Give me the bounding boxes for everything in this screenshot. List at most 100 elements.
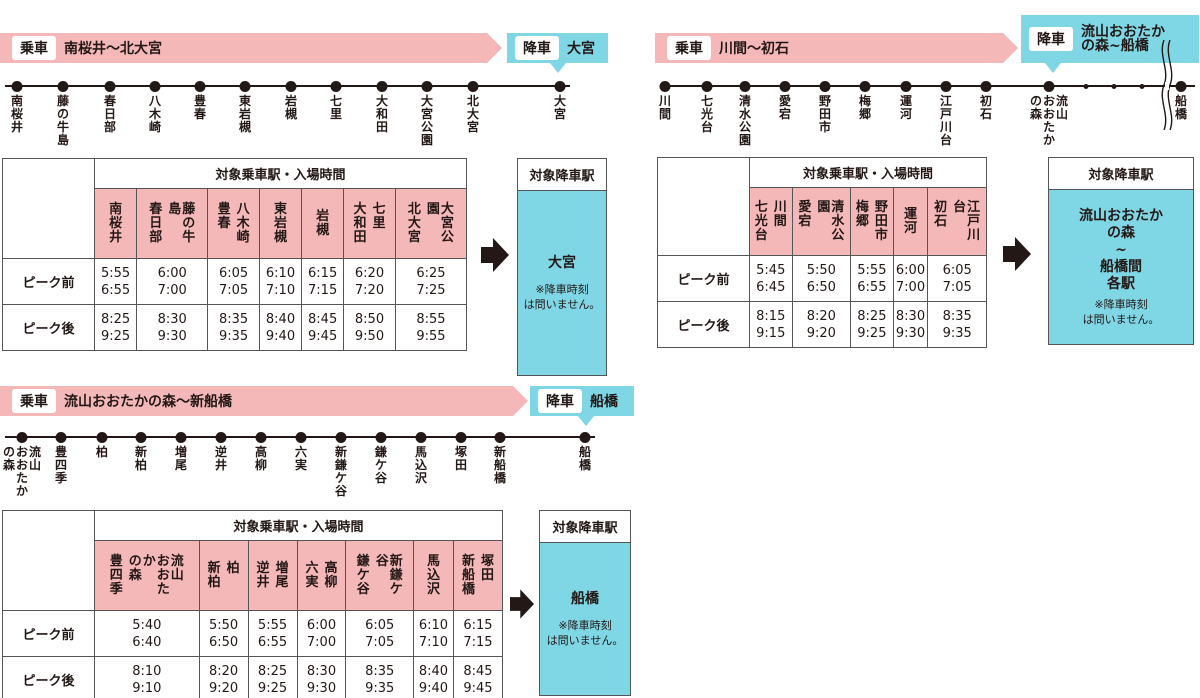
station-name: 東岩槻 bbox=[239, 94, 252, 134]
panel-kawama-hatsuishi: 乗車 川間〜初石 降車 流山おおたか の森~船橋 川間七光台清水公園愛宕野田市梅… bbox=[655, 15, 1200, 355]
table-head: 対象乗車駅・入場時間 bbox=[94, 510, 503, 541]
station-dot bbox=[779, 80, 791, 92]
boarding-station-cell: 流山おおたかの森豊四季 bbox=[94, 540, 200, 611]
alight-tag: 降車 bbox=[538, 389, 582, 413]
station-dot bbox=[104, 80, 116, 92]
station-dot bbox=[940, 80, 952, 92]
station-dot bbox=[175, 431, 187, 443]
boarding-station-cell: 八木崎豊春 bbox=[207, 188, 260, 259]
station-dot bbox=[375, 431, 387, 443]
alight-tag: 降車 bbox=[515, 36, 559, 60]
alight-note: ※降車時刻 は問いません。 bbox=[546, 618, 624, 647]
station-dot bbox=[194, 80, 206, 92]
boarding-station-cell: 馬込沢 bbox=[412, 540, 454, 611]
station-name: 運河 bbox=[900, 94, 913, 121]
boarding-station-cell: 野田市梅郷 bbox=[850, 187, 894, 256]
station-name: 江戸川台 bbox=[940, 94, 953, 147]
station-name: 七里 bbox=[330, 94, 343, 121]
row-before: ピーク前 bbox=[657, 255, 750, 302]
boarding-station-cell: 柏新柏 bbox=[198, 540, 249, 611]
station-name: 船橋 bbox=[579, 445, 592, 472]
station-name: 大和田 bbox=[376, 94, 389, 134]
boarding-station-cell: 塚田新船橋 bbox=[452, 540, 504, 611]
board-bar: 乗車 流山おおたかの森〜新船橋 bbox=[0, 386, 528, 416]
station-dot bbox=[1175, 80, 1187, 92]
alight-head: 対象降車駅 bbox=[518, 159, 606, 191]
station-name: 新鎌ケ谷 bbox=[335, 445, 348, 498]
station-name: 船橋 bbox=[1175, 94, 1188, 121]
station-name: 六実 bbox=[295, 445, 308, 472]
boarding-station-cell: 江戸川台初石 bbox=[927, 187, 987, 256]
station-name: 愛宕 bbox=[779, 94, 792, 121]
station-name: 南桜井 bbox=[11, 94, 24, 134]
alight-head: 対象降車駅 bbox=[1049, 158, 1193, 190]
station-dot bbox=[455, 431, 467, 443]
route-line bbox=[660, 85, 1195, 87]
alight-station-box: 対象降車駅 船橋 ※降車時刻 は問いません。 bbox=[539, 510, 631, 696]
station-name: 大宮 bbox=[554, 94, 567, 121]
station-dot bbox=[330, 80, 342, 92]
station-name: 藤の牛島 bbox=[57, 94, 70, 147]
station-dot bbox=[494, 431, 506, 443]
station-name: 野田市 bbox=[819, 94, 832, 134]
station-dot bbox=[215, 431, 227, 443]
station-name: 高柳 bbox=[255, 445, 268, 472]
station-name: 大宮公園 bbox=[421, 94, 434, 147]
board-bar: 乗車 南桜井〜北大宮 bbox=[0, 33, 502, 63]
station-name: 豊四季 bbox=[55, 445, 68, 485]
board-route: 南桜井〜北大宮 bbox=[64, 41, 162, 57]
panel-minamisakurai-kitaomiya: 乗車 南桜井〜北大宮 降車 大宮 南桜井藤の牛島春日部八木崎豊春東岩槻岩槻七里大… bbox=[0, 33, 620, 376]
route-break-icon bbox=[1161, 40, 1173, 130]
corner-cell bbox=[2, 158, 95, 259]
station-name: 柏 bbox=[96, 445, 109, 459]
boarding-station-cell: 大宮公園北大宮 bbox=[394, 188, 468, 259]
arrow-right-icon bbox=[510, 589, 534, 619]
boarding-station-cell: 高柳六実 bbox=[296, 540, 347, 611]
alight-bar: 降車 大宮 bbox=[507, 33, 608, 73]
corner-cell bbox=[2, 510, 95, 611]
alight-note: ※降車時刻 は問いません。 bbox=[523, 282, 601, 311]
timetable: 対象乗車駅・入場時間南桜井藤の牛島春日部八木崎豊春東岩槻岩槻七里大和田大宮公園北… bbox=[2, 158, 468, 351]
board-route: 流山おおたかの森〜新船橋 bbox=[64, 394, 232, 410]
alight-station-box: 対象降車駅 流山おおたか の森 ~ 船橋間 各駅 ※降車時刻 は問いません。 bbox=[1048, 157, 1194, 345]
alight-station-name: 大宮 bbox=[548, 254, 576, 271]
alight-route: 流山おおたか の森~船橋 bbox=[1081, 24, 1165, 54]
station-name: 鎌ケ谷 bbox=[375, 445, 388, 485]
station-name: 増尾 bbox=[175, 445, 188, 472]
board-bar: 乗車 川間〜初石 bbox=[655, 33, 1018, 63]
corner-cell bbox=[657, 157, 750, 256]
station-name: 川間 bbox=[659, 94, 672, 121]
intermediate-dot bbox=[1139, 83, 1145, 89]
station-dot bbox=[701, 80, 713, 92]
station-name: 新船橋 bbox=[494, 445, 507, 485]
boarding-station-cell: 七里大和田 bbox=[343, 188, 396, 259]
station-dot bbox=[415, 431, 427, 443]
station-name: 逆井 bbox=[215, 445, 228, 472]
